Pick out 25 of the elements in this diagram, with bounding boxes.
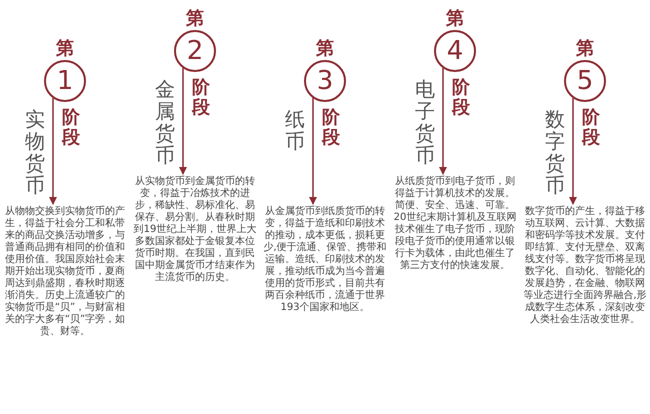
stage-label: 阶段 bbox=[192, 78, 210, 118]
arrow bbox=[179, 68, 187, 175]
currency-type-label: 数字货币 bbox=[545, 108, 565, 196]
description-text: 从金属货币到纸质货币的转变，得益于造纸和印刷技术的推动，成本更低，损耗更少,便于流通、保管、携带和运输。造纸、印刷技术的发展，推动纸币成为当今普遍使用的货币形式，目前共有两百余种纸币，流通于世界193个国家和地区。 bbox=[263, 204, 387, 314]
stage-label: 阶段 bbox=[452, 78, 470, 118]
description-text: 数字货币的产生，得益于移动互联网、云计算、大数据和密码学等技术发展。支付即结算、支付无壁垒、双离线支付等。数字货币将呈现数字化、自动化、智能化的发展趋势，在金融、物联网等业态进行全面跨界融合,形成数字生态体系，深刻改变人类社会生活改变世界。 bbox=[523, 204, 647, 326]
currency-type-label: 实物货币 bbox=[25, 108, 45, 196]
arrow bbox=[439, 68, 447, 175]
currency-type-label: 电子货币 bbox=[415, 78, 435, 166]
stage-prefix: 第 bbox=[315, 40, 335, 58]
currency-type-label: 纸币 bbox=[285, 108, 305, 152]
currency-type-label: 金属货币 bbox=[155, 78, 175, 166]
arrow bbox=[309, 98, 317, 205]
description-text: 从实物货币到金属货币的转变，得益于冶炼技术的进步，稀缺性、易标准化、易保存、易分割。从春秋时期到19世纪上半期，世界上大多数国家都处于金银复本位货币时期。在我国，直到民国中期金属货币才结束作为主流货币的历史。 bbox=[133, 174, 257, 284]
arrow bbox=[569, 98, 577, 205]
stage-label: 阶段 bbox=[62, 108, 80, 148]
stage-label: 阶段 bbox=[322, 108, 340, 148]
stage-prefix: 第 bbox=[445, 10, 465, 28]
description-text: 从纸质货币到电子货币，则得益于计算机技术的发展。简便、安全、迅速、可靠。20世纪末期计算机及互联网技术催生了电子货币，现阶段电子货币的使用通常以银行卡为载体，由此也催生了第三方支付的快速发展。 bbox=[393, 174, 517, 272]
stage-prefix: 第 bbox=[55, 40, 75, 58]
stage-prefix: 第 bbox=[185, 10, 205, 28]
stage-label: 阶段 bbox=[582, 108, 600, 148]
description-text: 从物物交换到实物货币的产生，得益于社会分工和私带来的商品交换活动增多，与普通商品拥有相同的价值和使用价值。我国原始社会末期开始出现实物货币，夏商周达到鼎盛期，春秋时期逐渐消失。历史上流通较广的实物货币是“贝”，与财富相关的字大多有“贝”字旁，如贵、财等。 bbox=[3, 204, 127, 338]
stage-prefix: 第 bbox=[575, 40, 595, 58]
arrow bbox=[49, 98, 57, 205]
